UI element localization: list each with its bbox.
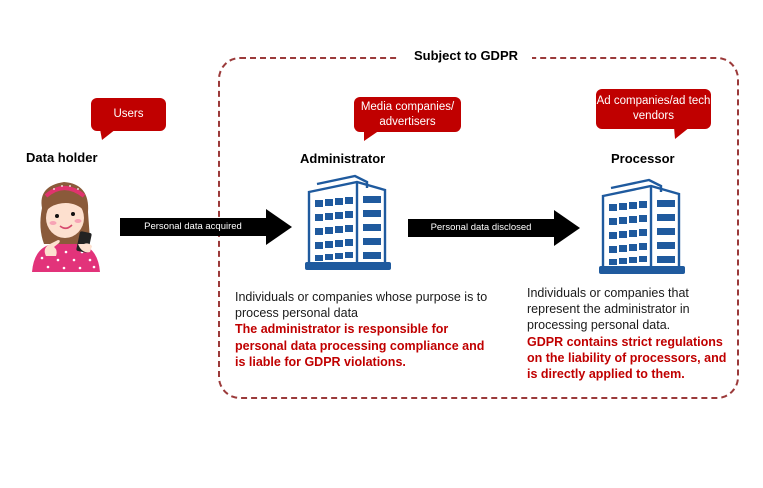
personal-data-disclosed-label: Personal data disclosed	[430, 222, 532, 233]
administrator-description-text: Individuals or companies whose purpose i…	[235, 290, 488, 321]
users-speech-bubble: Users	[91, 98, 166, 131]
administrator-label: Administrator	[300, 151, 386, 166]
processor-label: Processor	[611, 151, 675, 166]
administrator-description: Individuals or companies whose purpose i…	[235, 289, 497, 370]
data-holder-label: Data holder	[26, 150, 98, 165]
ad-companies-speech-bubble: Ad companies/ad tech vendors	[596, 89, 711, 129]
media-companies-speech-bubble: Media companies/ advertisers	[354, 97, 461, 132]
processor-description-text: Individuals or companies that represent …	[527, 286, 690, 333]
ad-companies-bubble-tail	[674, 127, 690, 139]
media-companies-bubble-tail	[364, 130, 380, 141]
administrator-building-icon	[305, 174, 391, 270]
building-windows	[315, 196, 381, 261]
users-bubble-tail	[100, 129, 116, 140]
processor-building-icon	[599, 178, 685, 274]
ad-companies-bubble-text: Ad companies/ad tech vendors	[596, 95, 711, 122]
processor-description: Individuals or companies that represent …	[527, 285, 727, 382]
building-windows	[609, 200, 675, 265]
woman-with-smartphone-icon	[32, 182, 100, 272]
arrow-head-icon	[266, 209, 292, 245]
arrow-head-icon	[554, 210, 580, 246]
personal-data-acquired-label: Personal data acquired	[144, 221, 242, 232]
users-bubble-text: Users	[113, 108, 144, 120]
personal-data-acquired-arrow: Personal data acquired	[120, 218, 266, 236]
personal-data-disclosed-arrow: Personal data disclosed	[408, 219, 554, 237]
media-companies-bubble-text: Media companies/ advertisers	[360, 100, 455, 128]
gdpr-scope-title: Subject to GDPR	[400, 46, 533, 66]
administrator-warning-text: The administrator is responsible for per…	[235, 322, 485, 369]
processor-warning-text: GDPR contains strict regulations on the …	[527, 334, 727, 382]
